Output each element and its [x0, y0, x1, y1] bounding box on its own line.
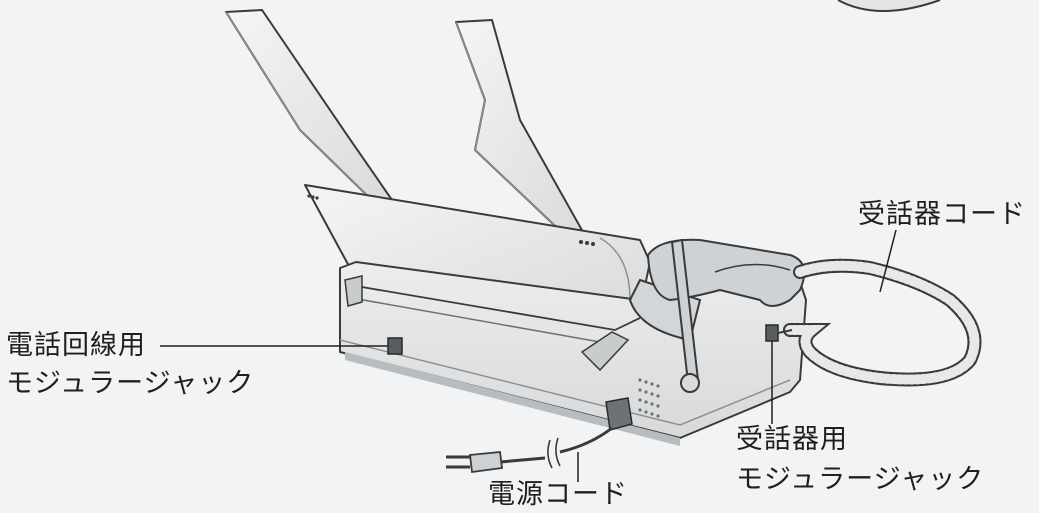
- leader-line-handset-cord: [879, 229, 897, 293]
- handset-jack: [765, 324, 779, 342]
- paper-guide-right: [580, 331, 630, 372]
- fax-body-shadow: [345, 352, 680, 446]
- power-cord-break: [547, 437, 561, 469]
- tray-dot: [307, 194, 311, 198]
- label-handset-jack-line2: モジュラージャック: [736, 464, 985, 495]
- label-power-cord: 電源コード: [488, 479, 628, 510]
- power-plug: [468, 451, 504, 474]
- antenna-base: [680, 373, 700, 393]
- label-handset-cord: 受話器コード: [858, 199, 1026, 230]
- power-cord: [559, 426, 613, 454]
- power-cord-tail: [499, 456, 546, 464]
- line-jack: [387, 337, 403, 355]
- label-line-jack-line1: 電話回線用: [6, 330, 146, 361]
- partial-circle-decoration: [837, 0, 941, 12]
- power-plug-prong: [446, 455, 470, 469]
- handset-cord-coil-inner: [785, 260, 980, 385]
- label-line-jack-line2: モジュラージャック: [6, 368, 255, 399]
- paper-support-left: [225, 9, 393, 211]
- paper-guide-left: [344, 275, 363, 307]
- label-handset-jack-line1: 受話器用: [736, 424, 848, 455]
- paper-support-right-fold: [455, 21, 571, 241]
- paper-support-right: [455, 19, 584, 241]
- speaker-grille: [638, 378, 660, 418]
- fax-body-bottom-edge: [339, 339, 791, 426]
- power-socket: [605, 397, 633, 431]
- tray-dot: [311, 195, 315, 199]
- tray-dot: [591, 242, 595, 246]
- fax-body-top-edge: [349, 284, 641, 331]
- handset-cord-plug-line: [777, 329, 793, 334]
- tray-dot: [315, 196, 319, 200]
- paper-tray-curve: [599, 237, 631, 301]
- tray-dot: [579, 240, 583, 244]
- handset-earpiece: [714, 263, 791, 273]
- fax-body-slot: [351, 297, 601, 343]
- tray-dot: [585, 241, 589, 245]
- paper-support-left-fold: [225, 11, 383, 211]
